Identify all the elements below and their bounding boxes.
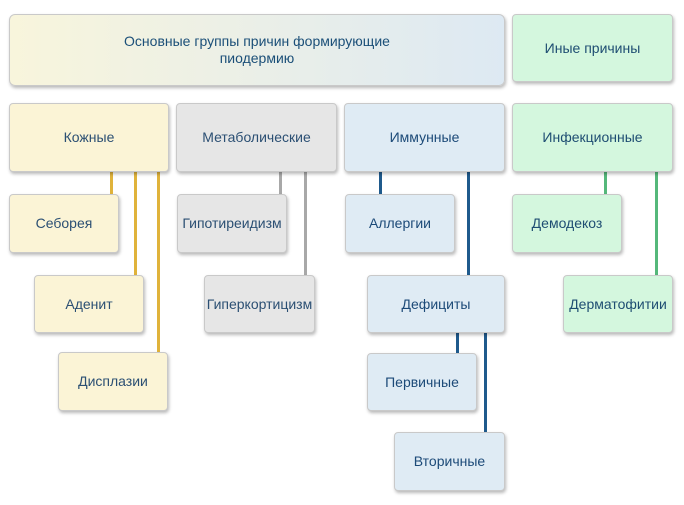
item-label: Первичные (385, 373, 459, 390)
item-label: Демодекоз (531, 215, 603, 231)
group-immune: Иммунные (344, 103, 505, 172)
group-skin-label: Кожные (63, 129, 115, 145)
connector-line (134, 172, 137, 275)
item-demodecosis: Демодекоз (512, 194, 622, 253)
group-immune-label: Иммунные (389, 129, 460, 145)
item-allergies: Аллергии (345, 194, 455, 253)
item-dysplasia: Дисплазии (58, 352, 168, 411)
item-hypothyroidism: Гипотиреидизм (177, 194, 287, 253)
item-adenitis: Аденит (34, 275, 144, 333)
group-metabolic: Метаболические (176, 103, 337, 172)
diagram-title: Основные группы причин формирующие пиоде… (9, 14, 505, 86)
item-seborrhea: Себорея (9, 194, 119, 253)
item-label: Дерматофитии (569, 295, 667, 312)
connector-line (467, 172, 470, 275)
connector-line (157, 172, 160, 352)
item-label: Гипотиреидизм (182, 215, 282, 231)
connector-line (304, 172, 307, 275)
item-label: Дисплазии (78, 373, 148, 389)
diagram-title-text: Основные группы причин формирующие пиоде… (124, 33, 390, 66)
connector-line (655, 172, 658, 275)
connector-line (379, 172, 382, 194)
item-label: Аллергии (369, 215, 431, 231)
connector-line (110, 172, 113, 194)
group-infectious-label: Инфекционные (542, 129, 643, 145)
item-dermatophytosis: Дерматофитии (563, 275, 673, 333)
item-hypercorticism: Гиперкортицизм (204, 275, 315, 333)
item-label: Гиперкортицизм (206, 295, 313, 312)
connector-line (279, 172, 282, 194)
connector-line (484, 331, 487, 433)
group-metabolic-label: Метаболические (202, 129, 311, 145)
group-infectious: Инфекционные (512, 103, 673, 172)
item-primary: Первичные (367, 353, 477, 411)
item-label: Себорея (35, 215, 93, 231)
item-deficits: Дефициты (367, 275, 505, 333)
item-label: Дефициты (401, 295, 471, 312)
other-causes-box: Иные причины (512, 14, 673, 82)
connector-line (456, 331, 459, 353)
item-secondary: Вторичные (394, 432, 505, 491)
item-label: Вторичные (413, 453, 486, 469)
connector-line (604, 172, 607, 194)
other-causes-label: Иные причины (544, 39, 641, 56)
item-label: Аденит (65, 295, 113, 312)
group-skin: Кожные (9, 103, 169, 172)
